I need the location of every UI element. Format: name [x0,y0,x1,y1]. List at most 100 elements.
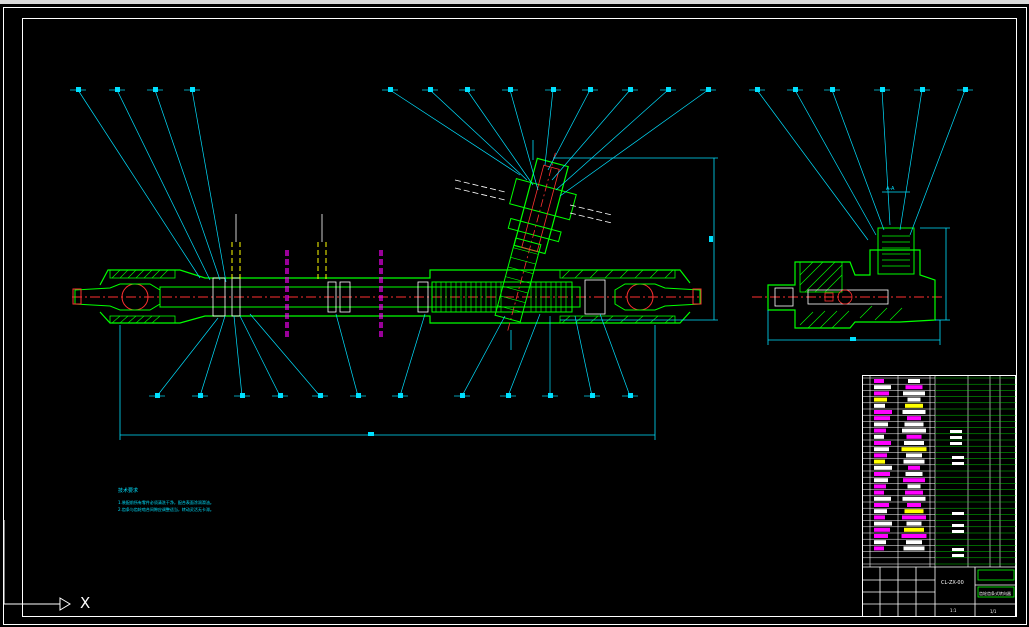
bom-row-text-material [903,459,925,464]
bom-row-text-name [874,385,891,390]
leader-line [389,89,521,176]
bom-row-text-material [902,410,926,414]
sheet-outer-border [3,7,1027,625]
housing-upper-outline [99,269,691,286]
bom-row-text-name [874,453,887,458]
leader-line [199,315,226,397]
bom-row-text-material [906,540,922,545]
section-left-collar [774,287,794,307]
part-balloon [240,393,245,398]
leader-line [544,89,554,166]
right-housing-wall-bottom [559,315,676,324]
bom-row-text-material [904,527,924,532]
leader-line [461,315,506,397]
leader-line [881,89,891,226]
left-housing-wall-bottom [109,315,176,324]
bom-row-text-name [874,521,892,526]
bom-row-text-name [874,478,888,483]
bom-row-text-material [905,490,923,495]
bom-row-text-material [902,515,926,520]
leader-line [555,89,669,191]
ucs-x-axis-label: X [80,594,91,612]
section-dim-text [850,337,856,341]
bill-of-materials[interactable]: CL-ZX-00 齿轮齿条式转向器 1:1 1/1 [862,375,1016,617]
leader-line [599,313,631,397]
part-balloon [588,87,593,92]
part-balloon [590,393,595,398]
bom-row-text-name [874,403,885,408]
bom-row-text-material [903,478,925,483]
leader-line [116,89,211,281]
part-balloon [508,87,513,92]
drawing-scale: 1:1 [950,608,957,613]
leader-line [191,89,227,283]
pinion-teeth [494,237,542,323]
leader-line [756,89,869,241]
part-balloon [356,393,361,398]
left-housing-wall-top [109,269,176,279]
leader-line [335,313,359,397]
part-callouts[interactable] [70,87,973,398]
bushings [212,277,606,317]
part-balloon [706,87,711,92]
part-balloon [388,87,393,92]
right-housing-wall-top [559,269,676,279]
part-balloon [115,87,120,92]
section-red-marker [824,292,834,302]
section-hatched-block [799,261,843,293]
leader-line [909,89,966,236]
bom-row-text-name [874,422,888,427]
part-balloon [155,393,160,398]
bom-row-text-name [874,515,885,520]
main-assembly-view[interactable] [72,140,718,440]
dim-text-main-length [368,432,374,436]
bom-row-text-name [874,503,889,507]
right-end-bolt [692,288,702,305]
section-label: A-A [886,186,895,192]
leader-line [574,315,593,397]
part-balloon [666,87,671,92]
drawing-number: CL-ZX-00 [941,580,964,586]
dimension-lines [119,140,718,440]
bom-row-text-name [874,534,888,538]
part-balloon [460,393,465,398]
bom-row-text-material [906,521,922,526]
bom-row-text-material [902,496,926,501]
section-bolt-head [837,289,853,305]
bom-row-text-name [874,434,884,439]
leader-line [551,89,631,181]
bom-row-text-material [904,509,924,514]
part-balloon [628,87,633,92]
part-balloon [880,87,885,92]
ucs-icon [3,520,71,611]
left-end-bolt [72,288,82,305]
bom-row-text-name [874,379,884,383]
bom-row-text-name [874,496,891,501]
bom-row-text-material [908,379,920,383]
part-balloon [506,393,511,398]
bom-row-text-material [903,546,925,551]
bom-row-text-name [874,546,884,551]
title-block[interactable] [862,566,1016,616]
leader-line [899,89,923,231]
bom-row-text-name [874,465,892,470]
bom-remark-text [952,462,964,465]
part-balloon [551,87,556,92]
bom-row-text-name [874,509,887,514]
bom-remark-text [952,524,964,527]
bom-row-text-name [874,441,891,445]
bom-row-text-name [874,410,892,414]
bom-row-text-name [874,397,887,402]
leader-line [466,89,534,186]
part-balloon [548,393,553,398]
bom-remark-text [952,530,964,533]
bom-row-text-name [874,490,884,495]
part-balloon [428,87,433,92]
leader-line [559,89,709,197]
section-view-aa[interactable]: A-A [752,186,950,345]
bom-row-text-name [874,540,886,545]
bom-remark-text [952,548,964,551]
bom-row-text-name [874,391,889,396]
